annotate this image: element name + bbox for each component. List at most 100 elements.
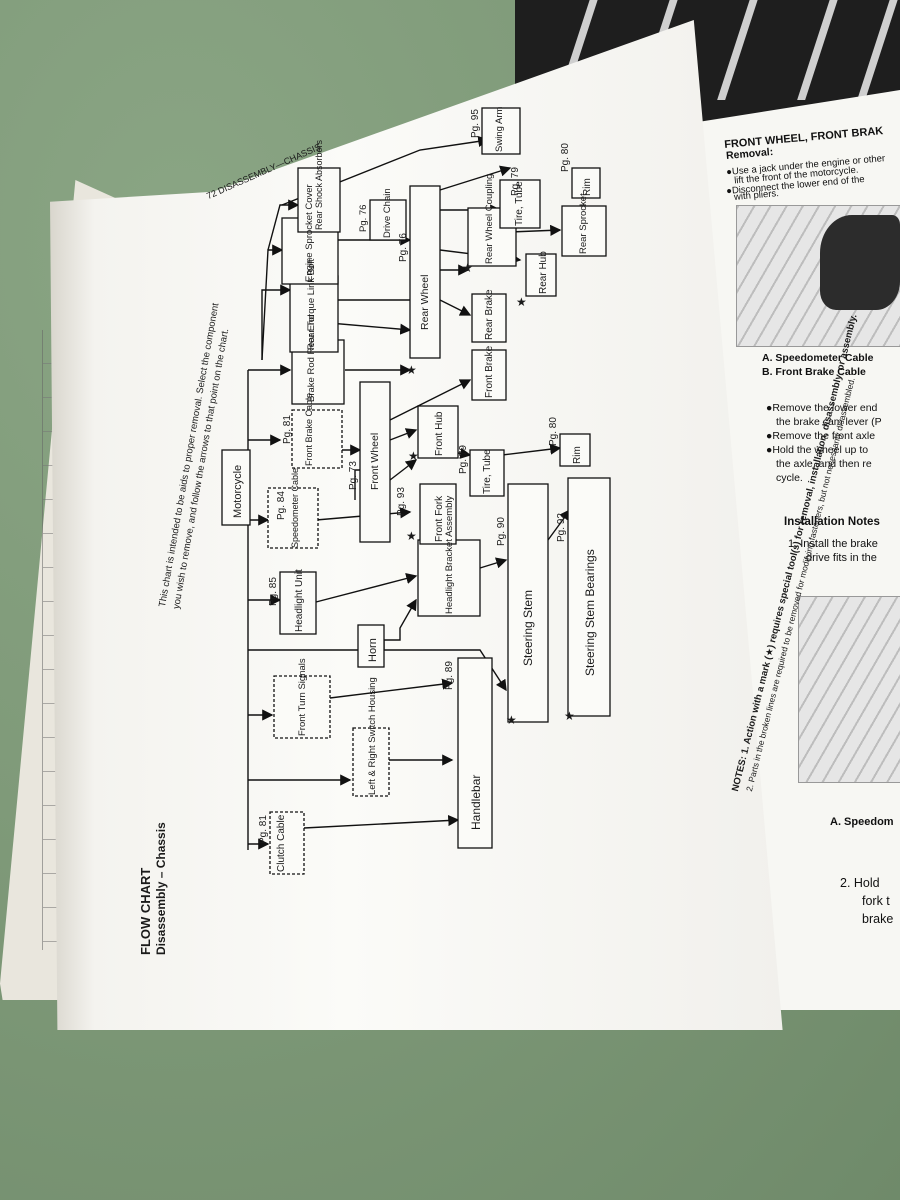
star-marker: ★ [406,529,417,543]
label-rear-brake: Rear Brake [484,289,495,340]
wheel-photo [798,596,900,783]
photo-caption: A. Speedometer Cable [762,352,874,364]
star-marker: ★ [408,449,419,463]
box-drive-chain [369,199,407,241]
label-drive-chain: Drive Chain [382,188,393,238]
photo-caption: B. Front Brake Cable [762,366,866,378]
box-headlight-unit [279,571,317,635]
install-step: fork t [862,894,890,908]
label-engine-sprocket-cover: Engine Sprocket Cover [304,184,315,282]
box-rear-wheel-coupling [467,207,517,267]
label-front-hub: Front Hub [434,411,445,456]
label-front-rim: Rim [572,446,583,464]
label-speedometer-cable: Speedometer Cable [290,468,300,548]
label-rear-wheel: Rear Wheel [419,275,431,330]
label-switch-housing: Left & Right Switch Housing [367,677,378,795]
label-headlight-bracket: Headlight Bracket Assembly [444,495,455,614]
box-front-tire [469,449,505,497]
label-front-tire-pg: Pg. 79 [458,445,469,474]
box-switch-housing [352,727,390,797]
label-front-turn-signals: Front Turn Signals [297,658,308,736]
star-marker: ★ [406,363,417,377]
box-front-turn-signals [273,675,331,739]
box-front-brake [471,349,507,401]
label-rear-shock: Rear Shock Absorbers [314,139,324,230]
box-rear-shock [297,167,341,233]
label-steering-stem: Steering Stem [521,590,535,666]
label-horn: Horn [367,638,379,662]
label-headlight-unit: Headlight Unit [294,569,305,632]
installation-heading: Installation Notes [784,516,880,528]
label-swing-arm: Swing Arm [494,107,505,152]
box-front-wheel [359,381,391,543]
label-rear-tire: Tire, Tube [514,181,525,226]
box-horn [357,624,385,668]
box-rear-rim [571,167,601,199]
label-front-wheel: Front Wheel [369,433,381,490]
label-rear-rim: Rim [582,178,593,196]
label-clutch-cable: Clutch Cable [276,814,287,872]
removal-step: ●Remove the front axle [766,430,876,442]
install-step: drive fits in the [806,552,877,564]
label-rear-rim-pg: Pg. 80 [560,143,571,172]
star-marker: ★ [564,709,575,723]
label-drive-chain-pg: Pg. 76 [358,205,369,232]
label-speedometer-cable-pg: Pg. 84 [276,491,287,520]
box-rear-brake [471,293,507,343]
label-torque-link: Rear Torque Link Bolt [306,258,317,350]
removal-step: cycle. [776,472,803,484]
label-handlebar: Handlebar [469,775,483,830]
label-rear-sprocket: Rear Sprocket [578,193,589,254]
box-handlebar [457,657,493,849]
box-front-rim [559,433,591,467]
label-rear-hub: Rear Hub [538,251,549,294]
label-front-brake-cable-pg: Pg. 81 [282,415,293,444]
label-front-rim-pg: Pg. 80 [548,417,559,446]
box-rear-wheel [409,185,441,359]
removal-step: ●Hold the wheel up to [766,444,869,456]
label-clutch-cable-pg: Pg. 81 [258,815,269,844]
box-steering-stem [507,483,549,723]
install-step: 2. Hold [840,876,880,890]
install-step: 1. Install the brake [788,538,878,550]
label-brake-rod: Brake Rod Rear End [306,314,317,402]
install-step: brake [862,912,894,926]
removal-step: ●Remove the lower end [766,402,878,414]
label-steering-stem-bearings: Steering Stem Bearings [583,549,597,676]
label-motorcycle: Motorcycle [232,465,244,518]
label-steering-stem-bearings-pg: Pg. 92 [556,513,567,542]
box-rear-hub [525,253,557,297]
label-front-brake: Front Brake [484,345,495,398]
label-front-fork: Front Fork [434,495,445,542]
box-front-brake-cable [291,409,343,469]
box-headlight-bracket [417,539,481,617]
photo-caption: A. Speedom [830,816,894,828]
star-marker: ★ [506,713,517,727]
box-front-hub [417,405,459,459]
label-swing-arm-pg: Pg. 95 [470,109,481,138]
label-front-tire: Tire, Tube [482,449,493,494]
label-front-fork-pg: Pg. 93 [396,487,407,516]
label-steering-stem-pg: Pg. 90 [496,517,507,546]
label-rear-tire-pg: Pg. 79 [510,167,521,196]
box-steering-stem-bearings [567,477,611,717]
label-rear-wheel-pg: Pg. 76 [398,233,409,262]
removal-step: the brake cam lever (P [776,416,882,428]
box-swing-arm [481,107,521,155]
label-front-wheel-pg: Pg. 73 [348,461,359,490]
box-clutch-cable [269,811,305,875]
box-motorcycle [221,449,251,526]
label-headlight-unit-pg: Pg. 85 [268,577,279,606]
brake-hub-photo [820,215,900,310]
removal-step: the axle, and then re [776,458,872,470]
box-rear-sprocket [561,205,607,257]
label-front-brake-cable: Front Brake Cable [304,393,314,466]
star-marker: ★ [516,295,527,309]
box-rear-tire [499,179,541,229]
box-front-fork [419,483,457,545]
box-speedometer-cable [267,487,319,549]
star-marker: ★ [462,261,473,275]
label-handlebar-pg: Pg. 89 [444,661,455,690]
label-rear-wheel-coupling: Rear Wheel Coupling [484,174,495,264]
